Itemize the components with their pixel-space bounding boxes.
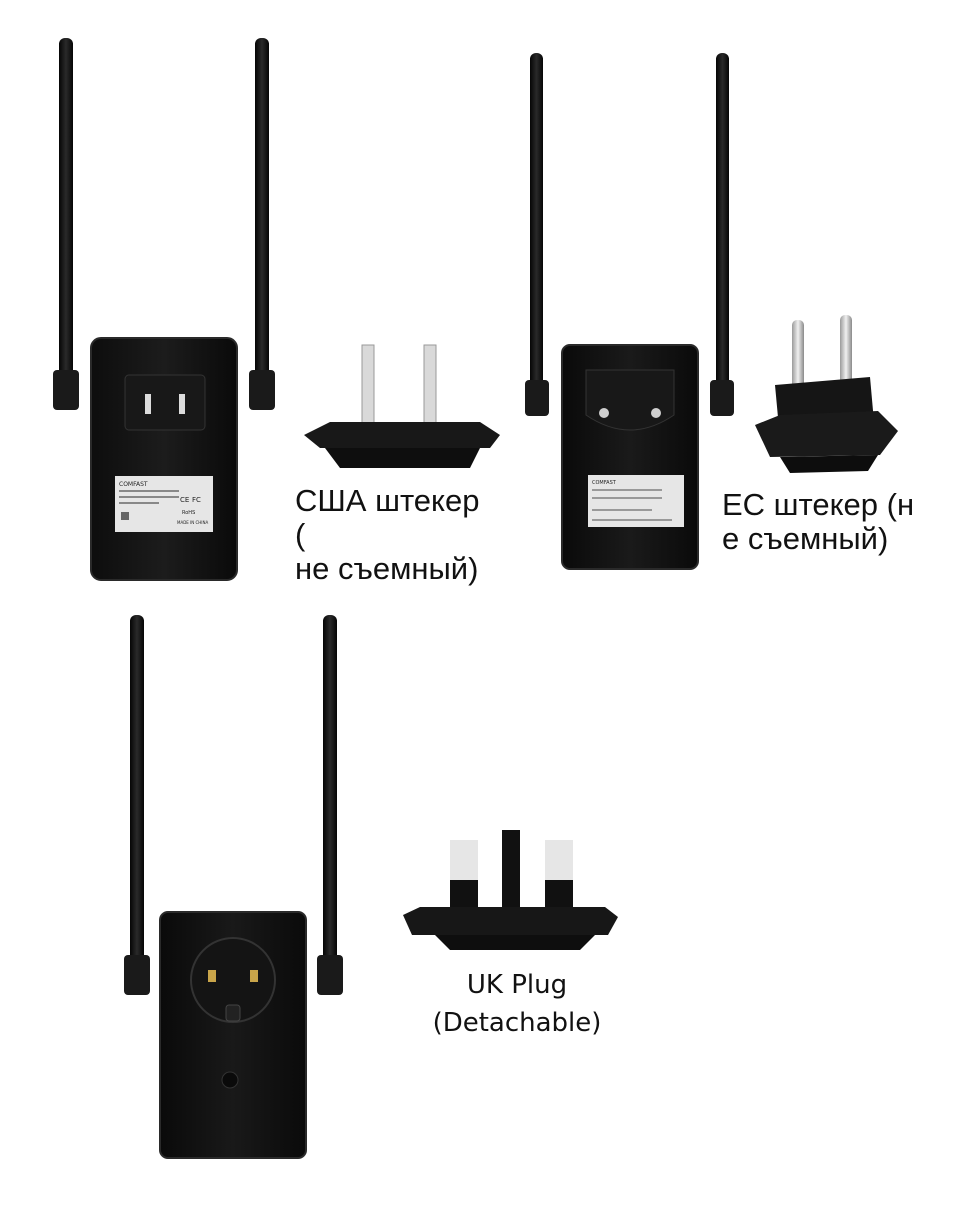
antenna-right [317, 615, 343, 995]
uk-extender-device [124, 615, 343, 1159]
label-mark-fc: FC [192, 496, 201, 504]
label-brand: COMFAST [592, 480, 617, 486]
us-extender-device: COMFAST CE FC RoHS MADE IN CHINA [53, 38, 275, 581]
us-plug-caption: США штекер ( не съемный) [295, 483, 480, 586]
antenna-right [710, 53, 734, 416]
spec-label: COMFAST [588, 475, 684, 527]
spec-label: COMFAST CE FC RoHS MADE IN CHINA [115, 476, 213, 532]
antenna-left [525, 53, 549, 416]
us-plug [304, 344, 500, 468]
eu-plug-caption: ЕС штекер (н е съемный) [722, 487, 915, 556]
uk-plug-caption: UK Plug (Detachable) [432, 970, 602, 1038]
label-mark-rohs: RoHS [182, 510, 195, 516]
antenna-right [249, 38, 275, 410]
eu-plug [755, 315, 898, 473]
label-made-in: MADE IN CHINA [177, 520, 208, 525]
label-brand: COMFAST [119, 481, 148, 488]
label-mark-ce: CE [180, 496, 189, 504]
antenna-left [124, 615, 150, 995]
antenna-left [53, 38, 79, 410]
eu-extender-device: COMFAST [525, 53, 734, 570]
uk-plug [403, 830, 618, 950]
